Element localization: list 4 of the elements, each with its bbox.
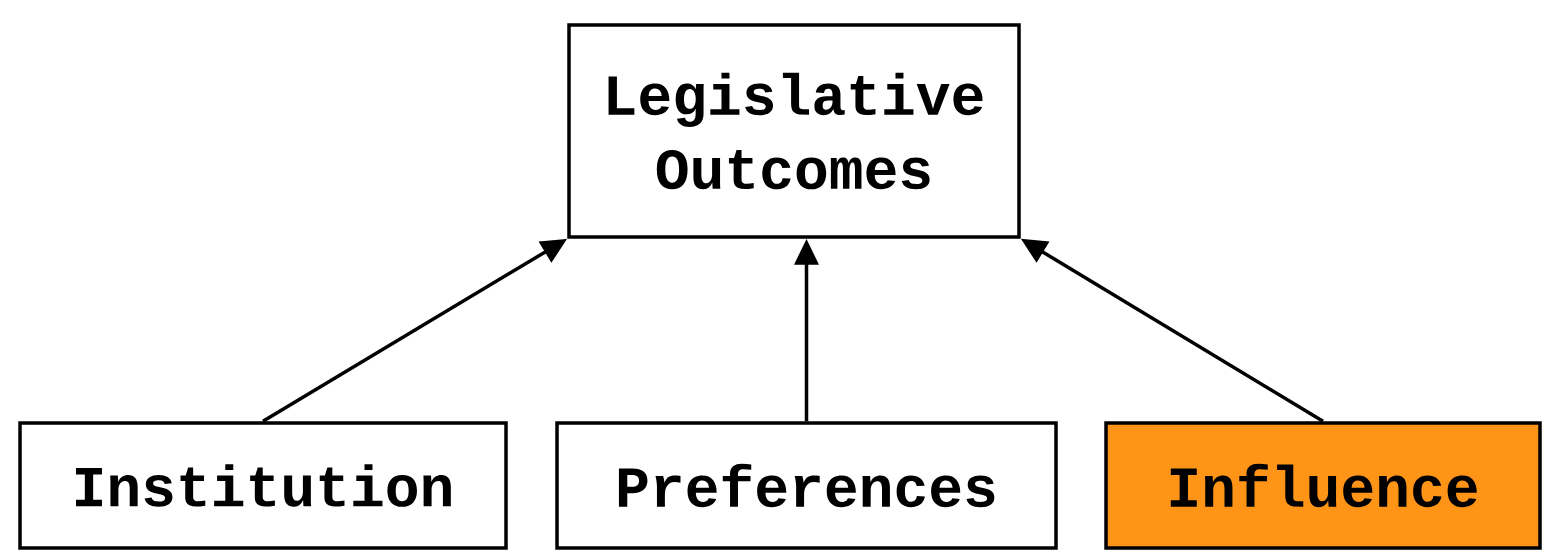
box: Legislative Outcomes [567, 23, 1021, 239]
box: Institution [18, 421, 508, 550]
box: Influence [1104, 421, 1542, 550]
box: Preferences [555, 421, 1058, 550]
